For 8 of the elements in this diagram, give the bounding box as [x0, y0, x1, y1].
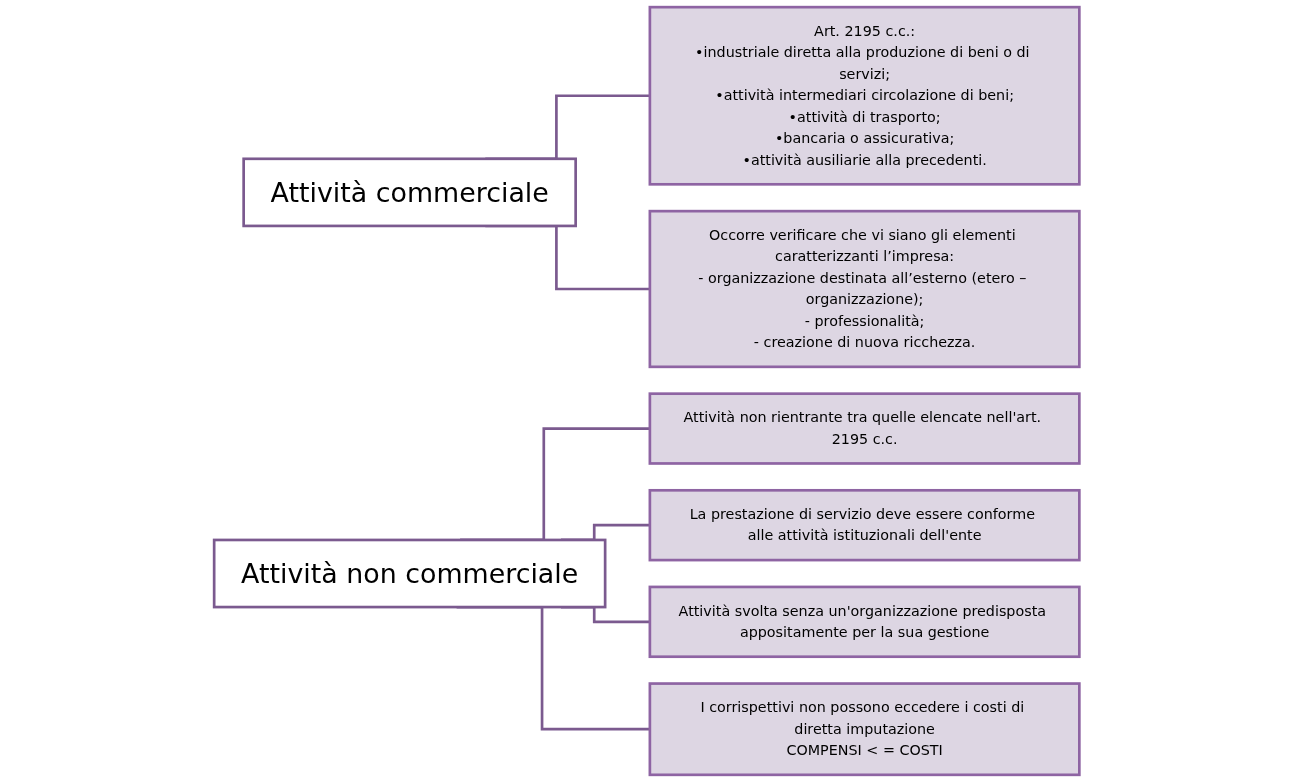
node-box: Attività non rientrante tra quelle elencate nell'art. 2195 c.c.	[648, 392, 1081, 465]
node-box: La prestazione di servizio deve essere conforme alle attività istituzionali dell'ente	[648, 488, 1081, 562]
node-box: I corrispettivi non possono eccedere i costi di diretta imputazione COMPENSI < = COSTI	[648, 682, 1081, 777]
node-box: Occorre verificare che vi siano gli elementi caratterizzanti l’impresa: - organizzazione destinata all’esterno (etero – organizzazione); - professionalità; - creazione di nuova ricchezza.	[648, 209, 1081, 369]
node-box: Attività svolta senza un'organizzazione predisposta appositamente per la sua gestione	[648, 585, 1081, 659]
node-box: Attività non commerciale	[212, 538, 607, 609]
node-box: Attività commerciale	[242, 157, 577, 228]
node-box: Art. 2195 c.c.: •industriale diretta alla produzione di beni o di servizi; •attività intermediari circolazione di beni; •attività di trasporto; •bancaria o assicurativa; •attività ausiliarie alla precedenti.	[648, 5, 1081, 186]
